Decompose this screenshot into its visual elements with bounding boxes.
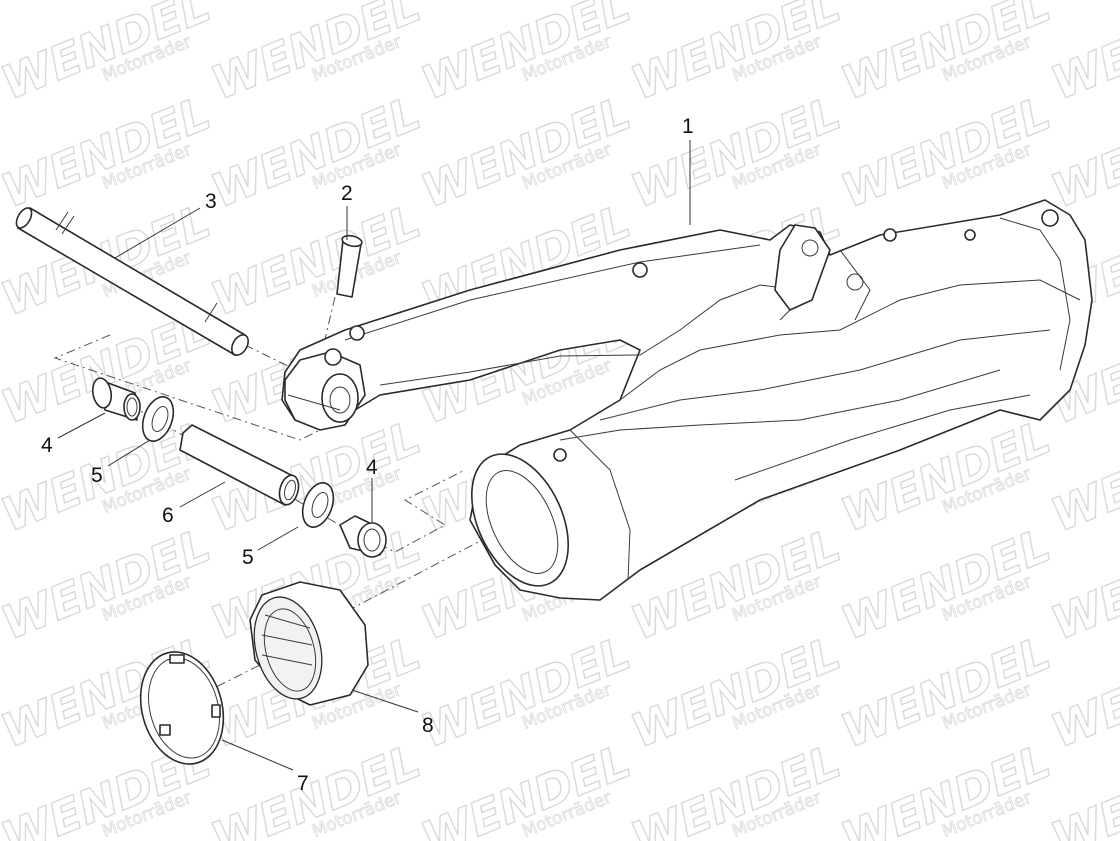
callout-2: 2 — [341, 182, 353, 205]
callout-4-left: 4 — [41, 434, 53, 457]
callout-labels: 1 2 3 4 5 6 4 5 8 7 — [41, 115, 694, 795]
svg-text:WENDEL: WENDEL — [1044, 518, 1120, 650]
svg-text:WENDEL: WENDEL — [1044, 626, 1120, 758]
svg-text:WENDEL: WENDEL — [1044, 0, 1120, 110]
callout-3: 3 — [205, 190, 217, 213]
svg-text:WENDEL: WENDEL — [1044, 410, 1120, 542]
flanged-bushing-left — [91, 377, 141, 421]
spacer-sleeve — [179, 424, 300, 506]
swingarm — [281, 199, 1093, 601]
callout-8: 8 — [422, 714, 434, 737]
callout-5-right: 5 — [242, 546, 254, 569]
rubber-boot — [249, 581, 369, 706]
callout-6: 6 — [162, 504, 174, 527]
clamp-ring — [139, 651, 225, 765]
flanged-bushing-right — [339, 515, 387, 558]
callout-1: 1 — [682, 115, 694, 138]
svg-text:WENDEL: WENDEL — [1044, 86, 1120, 218]
washer-right — [301, 482, 335, 528]
washer-left — [141, 396, 175, 442]
leader-lines — [57, 140, 691, 771]
pivot-axle — [15, 207, 249, 356]
callout-7: 7 — [297, 772, 309, 795]
callout-5-left: 5 — [91, 464, 103, 487]
callout-4-right: 4 — [366, 456, 378, 479]
